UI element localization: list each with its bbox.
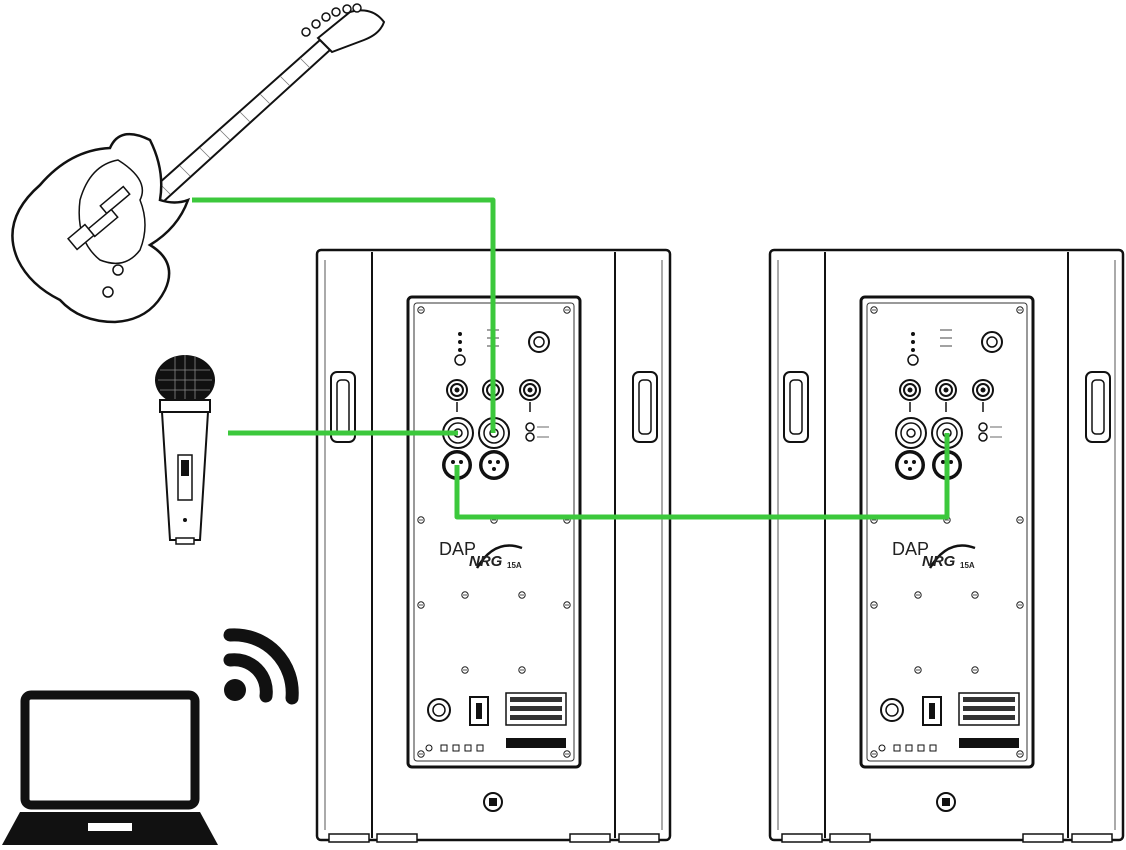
cabinet-lock bbox=[483, 792, 503, 812]
handle-right bbox=[1085, 371, 1111, 443]
speaker-right: DAP NRG 15A bbox=[768, 248, 1125, 843]
brand-model: 15A bbox=[960, 561, 975, 570]
brand-dap: DAP bbox=[439, 539, 476, 559]
combo-input-1 bbox=[895, 417, 927, 449]
brand-nrg: NRG bbox=[922, 553, 956, 570]
brand-logo: DAP NRG 15A bbox=[892, 539, 976, 570]
cabinet-lock bbox=[936, 792, 956, 812]
power-section bbox=[878, 692, 1020, 752]
rear-panel: DAP NRG 15A bbox=[406, 295, 582, 769]
brand-nrg: NRG bbox=[469, 553, 503, 570]
handle-left bbox=[330, 371, 356, 443]
switch-toggles bbox=[978, 422, 1002, 442]
microphone-icon bbox=[155, 355, 215, 545]
brand-dap: DAP bbox=[892, 539, 929, 559]
master-volume-knob bbox=[981, 331, 1003, 353]
cable-link bbox=[454, 433, 950, 520]
switch-toggles bbox=[525, 422, 549, 442]
power-section bbox=[425, 692, 567, 752]
cable-guitar bbox=[192, 197, 496, 433]
rear-panel: DAP NRG 15A bbox=[859, 295, 1035, 769]
laptop-icon bbox=[2, 690, 218, 845]
gain-knobs bbox=[899, 379, 994, 412]
brand-logo: DAP NRG 15A bbox=[439, 539, 523, 570]
handle-right bbox=[632, 371, 658, 443]
handle-left bbox=[783, 371, 809, 443]
guitar-icon bbox=[11, 3, 386, 324]
xlr-out bbox=[478, 449, 510, 481]
wifi-icon bbox=[223, 628, 299, 705]
brand-model: 15A bbox=[507, 561, 522, 570]
master-volume-knob bbox=[528, 331, 550, 353]
led-indicators bbox=[907, 329, 952, 366]
speaker-left: DAP NRG 15A bbox=[315, 248, 672, 843]
xlr-link-out bbox=[894, 449, 926, 481]
